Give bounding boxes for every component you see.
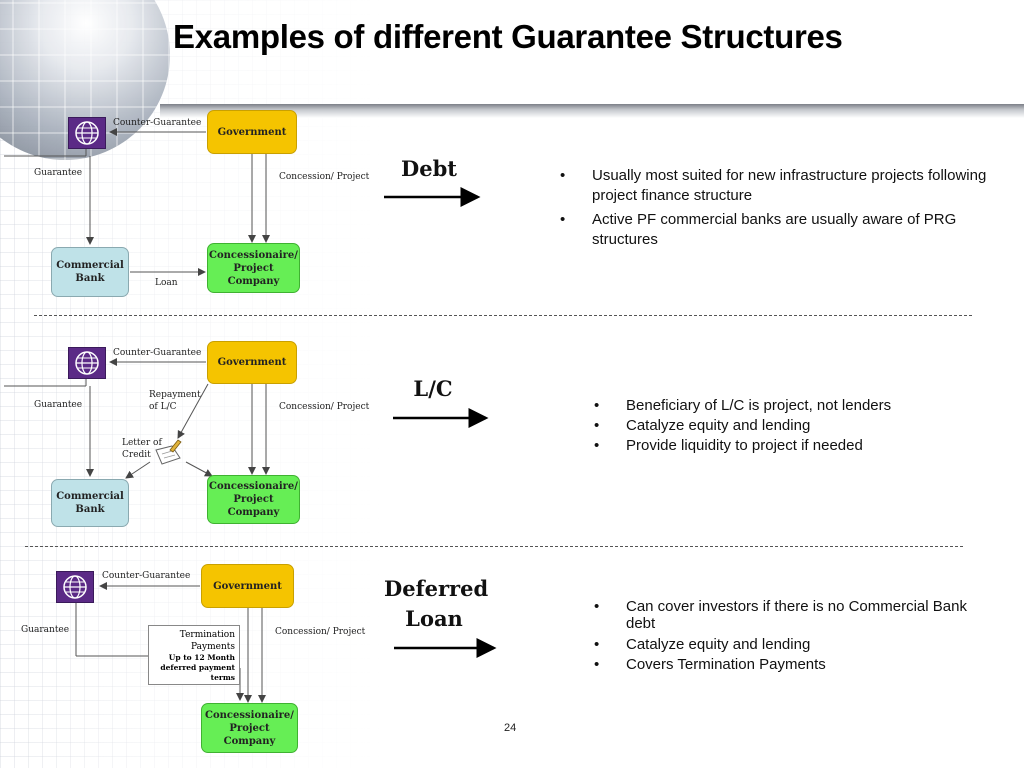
concession-label: Concession/ Project	[279, 172, 370, 182]
counter-guarantee-label: Counter-Guarantee	[113, 118, 202, 128]
concessionaire-box: Concessionaire/ Project Company	[201, 703, 298, 753]
government-box: Government	[201, 564, 294, 608]
concession-label: Concession/ Project	[279, 402, 370, 412]
document-pen-icon	[152, 438, 186, 466]
bullet-item: Catalyze equity and lending	[590, 416, 1010, 436]
mode-label-debt: Debt	[401, 156, 457, 181]
deferred-loan-bullet-list: Can cover investors if there is no Comme…	[590, 598, 990, 675]
title-underline-bar	[160, 104, 1024, 118]
bullet-item: Provide liquidity to project if needed	[590, 436, 1010, 456]
deferred-terms-label: Up to 12 Month deferred payment terms	[160, 653, 235, 682]
world-bank-logo-icon	[56, 571, 94, 603]
termination-payments-box: Termination Payments Up to 12 Month defe…	[148, 625, 240, 685]
counter-guarantee-label: Counter-Guarantee	[102, 571, 191, 581]
page-number: 24	[504, 722, 517, 734]
government-box: Government	[207, 341, 297, 384]
bullet-item: Can cover investors if there is no Comme…	[590, 598, 990, 632]
letter-of-credit-label: Letter of Credit	[122, 438, 162, 460]
commercial-bank-box: Commercial Bank	[51, 247, 129, 297]
termination-payments-label: Termination Payments	[179, 630, 235, 652]
concessionaire-box: Concessionaire/ Project Company	[207, 475, 300, 524]
repayment-of-lc-label: Repayment of L/C	[149, 390, 201, 412]
world-bank-logo-icon	[68, 347, 106, 379]
guarantee-label: Guarantee	[34, 168, 83, 178]
slide-title: Examples of different Guarantee Structur…	[173, 18, 843, 55]
world-bank-logo-icon	[68, 117, 106, 149]
mode-label-deferred-loan: Deferred Loan	[384, 576, 489, 631]
bullet-item: Beneficiary of L/C is project, not lende…	[590, 396, 1010, 416]
government-box: Government	[207, 110, 297, 154]
mode-label-lc: L/C	[413, 376, 453, 401]
bullet-item: Covers Termination Payments	[590, 655, 990, 675]
guarantee-label: Guarantee	[34, 400, 83, 410]
bullet-item: Active PF commercial banks are usually a…	[556, 210, 1012, 250]
counter-guarantee-label: Counter-Guarantee	[113, 348, 202, 358]
concession-label: Concession/ Project	[275, 627, 366, 637]
lc-bullet-list: Beneficiary of L/C is project, not lende…	[590, 396, 1010, 456]
section-divider	[34, 315, 972, 316]
loan-label: Loan	[155, 278, 178, 288]
guarantee-label: Guarantee	[21, 625, 70, 635]
concessionaire-box: Concessionaire/ Project Company	[207, 243, 300, 293]
section-divider	[25, 546, 963, 547]
bullet-item: Catalyze equity and lending	[590, 635, 990, 655]
debt-bullet-list: Usually most suited for new infrastructu…	[556, 166, 1012, 250]
commercial-bank-box: Commercial Bank	[51, 479, 129, 527]
bullet-item: Usually most suited for new infrastructu…	[556, 166, 1012, 206]
